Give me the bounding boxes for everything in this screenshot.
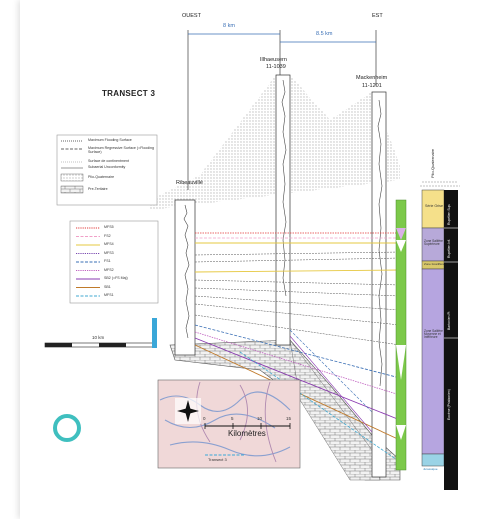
legend-line-label: MFS5 [104,225,114,229]
well-logs [174,74,387,478]
systems-tract-bar [395,199,407,471]
map-tick-0: 0 [203,416,206,421]
stratigraphic-column [420,181,460,490]
legend-line-label: MFS4 [104,242,114,246]
legend-unconformity: Subaerial Unconformity [88,165,126,169]
legend-plio: Plio-Quaternaire [88,175,115,179]
legend-line-label: MFS3 [104,250,114,255]
transect-title: TRANSECT 3 [102,89,156,98]
unit-serie-grise: Série Grise [425,204,443,208]
map-transect-label: Transect 3 [208,457,227,462]
map-tick-5: 5 [231,416,234,421]
plio-quaternary-cover [150,75,400,210]
distance-2-label: 8.5 km [316,31,333,37]
surfaces-legend-box [56,134,158,206]
map-unit-label: Kilomètres [228,429,266,438]
scale-bar [44,318,157,348]
legend-mfs: Maximum Flooding Surface [88,138,132,142]
well-name-illhaeusern: Illhaeusern [260,57,287,63]
distance-markers [187,30,377,190]
well-id-illhaeusern: 11-1039 [266,64,286,70]
unit-fossilifere: Zone fossilifère [424,262,445,266]
lines-legend-box [69,220,159,304]
legend-line-label: MFS1 [104,293,114,297]
age-bartonien: Bartonien Ft [447,311,451,330]
distance-1-label: 8 km [223,23,235,29]
well-name-mackenheim: Mackenheim [356,75,388,81]
unit-jurassique: Jurassique [423,467,438,471]
well-name-ribeauville: Ribeauvillé [176,180,203,186]
map-tick-15: 15 [286,416,292,421]
unit-salifere-sup: Zone Salifère Supérieure [424,239,443,247]
east-label: EST [372,13,383,19]
legend-line-label: SB2 (=FS Maj) [104,276,128,280]
scale-bar-label: 10 km [92,335,105,340]
legend-line-label: FS2 [104,233,111,238]
age-eocene: Eocène (Priabonien) [447,389,451,420]
correlation-lines [194,232,401,463]
map-tick-10: 10 [257,416,263,421]
west-label: OUEST [182,13,201,19]
legend-line-label: FS1 [104,259,111,263]
well-id-mackenheim: 11-1201 [362,83,382,89]
unit-salifere-moy: Zone Salifère Moyenne et Inférieure [424,329,443,340]
legend-continent: Surface de continentment [88,159,129,163]
age-rupelien-inf: Rupélien Inf. [447,238,451,258]
inset-map [157,379,301,469]
age-rupelien-sup: Rupélien Sup. [447,203,451,225]
hotspot-circle-button[interactable] [53,414,81,442]
legend-pretertiary: Pre-Tertiaire [88,187,108,191]
column-top-label: Plio-Quaternaire [430,148,435,178]
legend-line-label: MFS2 [104,267,114,272]
legend-line-label: SB1 [104,284,111,289]
legend-mrs: Maximum Regressive Surface (=Flooding Su… [88,146,155,154]
